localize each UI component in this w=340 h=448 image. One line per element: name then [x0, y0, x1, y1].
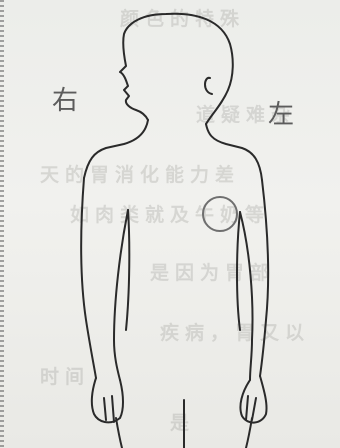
right-torso-line: [237, 212, 240, 330]
left-leg-line: [116, 418, 122, 448]
right-arm-inner: [240, 212, 253, 380]
head-outline: [120, 14, 233, 124]
right-shoulder-line: [206, 124, 262, 180]
left-torso-line: [126, 210, 129, 330]
left-arm-outer: [81, 178, 96, 378]
right-side-label: 右: [52, 80, 78, 117]
left-arm-inner: [114, 210, 128, 380]
left-shoulder-line: [84, 120, 148, 178]
right-arm-outer: [260, 180, 268, 376]
ear-outline: [205, 78, 212, 94]
right-hand: [240, 376, 266, 423]
left-hand: [92, 378, 123, 422]
left-side-label: 左: [268, 94, 294, 131]
stomach-location-circle: [203, 197, 237, 231]
